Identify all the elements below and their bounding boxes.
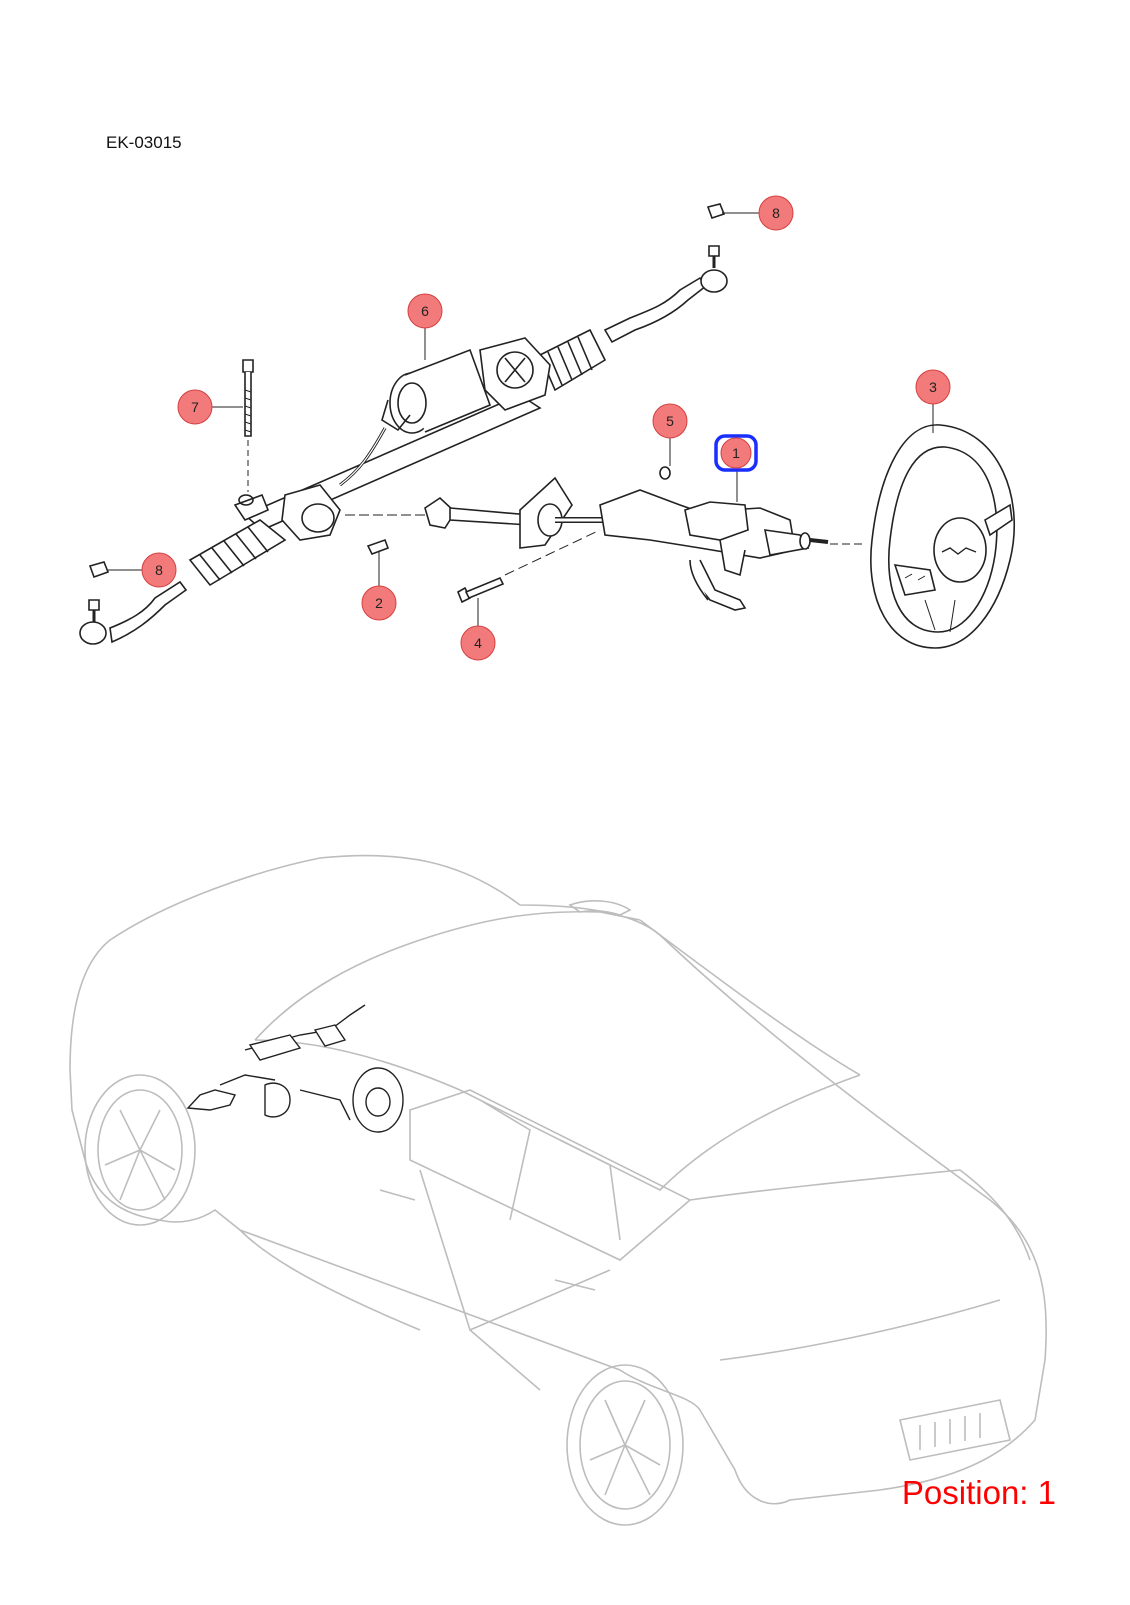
car-locator [69, 854, 1047, 1526]
callout-2[interactable]: 2 [361, 585, 397, 621]
car-steering-highlight [186, 1004, 404, 1133]
leader-lines [108, 212, 934, 627]
right-nut[interactable] [706, 203, 726, 220]
small-bolt[interactable] [366, 538, 390, 556]
steering-wheel[interactable] [870, 424, 1016, 649]
diagram-code: EK-03015 [106, 133, 182, 152]
callout-number: 8 [155, 562, 163, 578]
column-flange[interactable] [519, 476, 610, 549]
mounting-bolt-long[interactable] [242, 359, 254, 492]
callout-4[interactable]: 4 [460, 625, 496, 661]
callout-8-left[interactable]: 8 [141, 552, 177, 588]
left-boot [188, 519, 287, 587]
callout-5[interactable]: 5 [652, 403, 688, 439]
right-boot [538, 328, 607, 392]
callout-number: 3 [929, 379, 937, 395]
callout-number: 4 [474, 635, 482, 651]
left-nut[interactable] [88, 561, 110, 579]
pinion-housing [281, 484, 341, 541]
callout-number: 5 [666, 413, 674, 429]
callout-8-right[interactable]: 8 [758, 195, 794, 231]
callout-number: 2 [375, 595, 383, 611]
left-tie-rod[interactable] [79, 580, 188, 645]
callout-3[interactable]: 3 [915, 369, 951, 405]
rack-motor [381, 348, 492, 434]
position-label: Position: 1 [901, 1474, 1056, 1511]
callout-6[interactable]: 6 [407, 293, 443, 329]
gear-housing [479, 337, 551, 411]
callout-7[interactable]: 7 [177, 389, 213, 425]
callout-1[interactable]: 1 [714, 434, 758, 472]
callout-number: 6 [421, 303, 429, 319]
callout-number: 7 [191, 399, 199, 415]
callout-number: 1 [732, 445, 740, 461]
column-bolt[interactable] [456, 529, 601, 604]
selected-highlight [714, 434, 758, 472]
washer[interactable] [659, 466, 671, 480]
steering-rack[interactable] [188, 328, 607, 587]
steering-column[interactable] [599, 489, 829, 611]
right-tie-rod[interactable] [603, 245, 728, 344]
intermediate-shaft[interactable] [345, 496, 531, 529]
callout-number: 8 [772, 205, 780, 221]
